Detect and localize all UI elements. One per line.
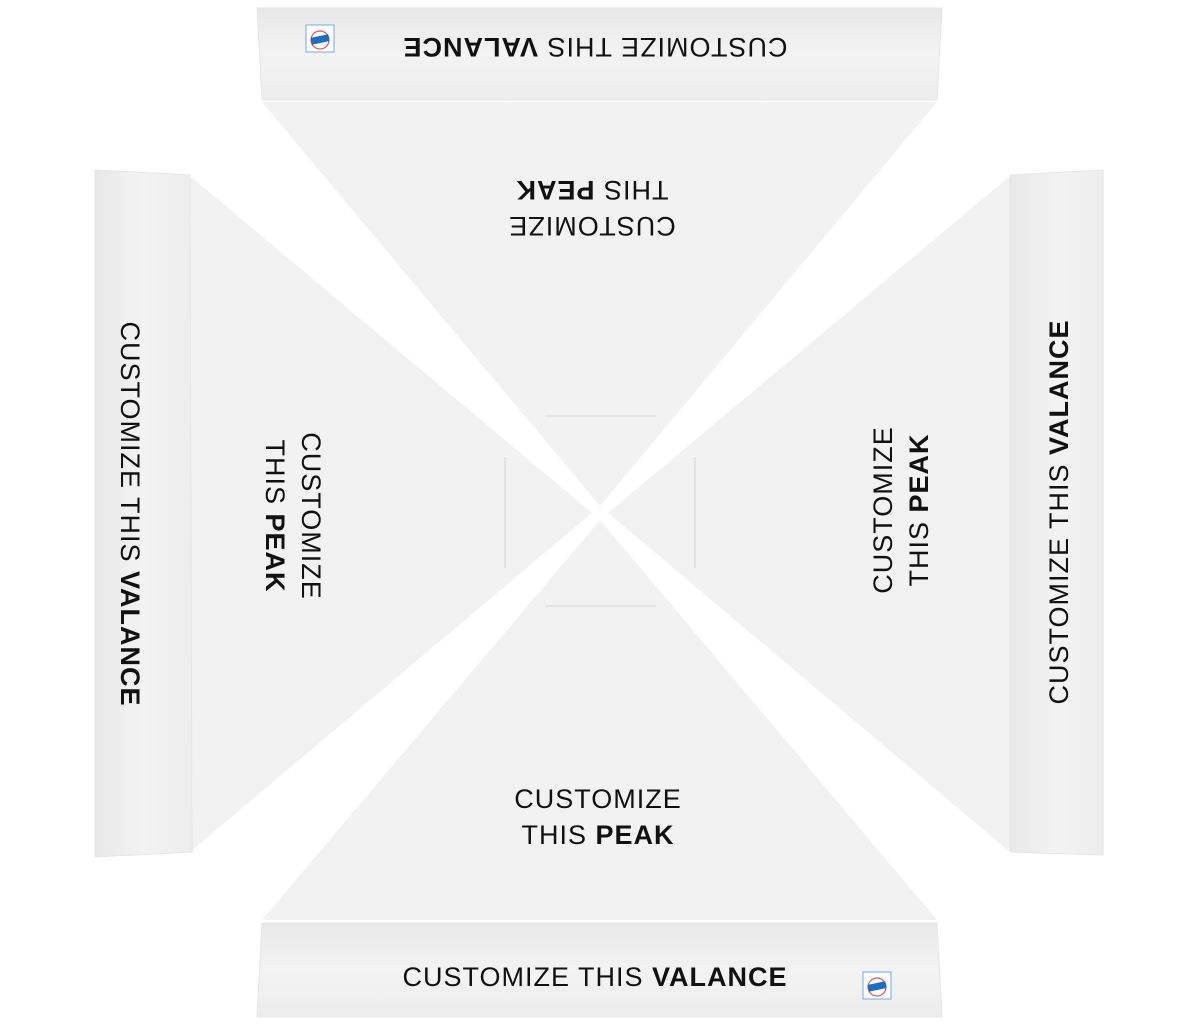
peak-line2: THIS PEAK	[521, 820, 674, 850]
peak-left-text: CUSTOMIZE THIS PEAK	[260, 432, 326, 600]
valance-top-text: CUSTOMIZE THIS VALANCE	[402, 32, 787, 62]
valance-bottom[interactable]	[256, 922, 943, 1018]
center-seams	[504, 415, 696, 607]
peak-line1: CUSTOMIZE	[508, 211, 676, 241]
valance-top[interactable]	[256, 7, 943, 101]
valance-right[interactable]	[1009, 169, 1104, 856]
peak-line1: CUSTOMIZE	[514, 784, 682, 814]
peak-right-text: CUSTOMIZE THIS PEAK	[868, 426, 934, 594]
valance-bottom-text: CUSTOMIZE THIS VALANCE	[402, 962, 787, 992]
peak-bottom[interactable]	[262, 520, 937, 920]
valance-left-text: CUSTOMIZE THIS VALANCE	[115, 321, 145, 706]
brand-logo-bottom	[862, 971, 892, 1000]
brand-logo-top	[305, 24, 335, 53]
peak-line1: CUSTOMIZE	[296, 432, 326, 600]
peak-right[interactable]	[608, 176, 1010, 852]
peak-bottom-text: CUSTOMIZE THIS PEAK	[514, 784, 682, 850]
peak-line2: THIS PEAK	[260, 439, 290, 592]
peak-line2: THIS PEAK	[515, 175, 668, 205]
peak-line1: CUSTOMIZE	[868, 426, 898, 594]
valance-left[interactable]	[94, 169, 193, 858]
peak-top-text: CUSTOMIZE THIS PEAK	[508, 175, 676, 241]
peak-line2: THIS PEAK	[904, 433, 934, 586]
valance-right-text: CUSTOMIZE THIS VALANCE	[1044, 319, 1074, 704]
peak-left[interactable]	[190, 176, 592, 852]
peak-top[interactable]	[262, 102, 937, 506]
